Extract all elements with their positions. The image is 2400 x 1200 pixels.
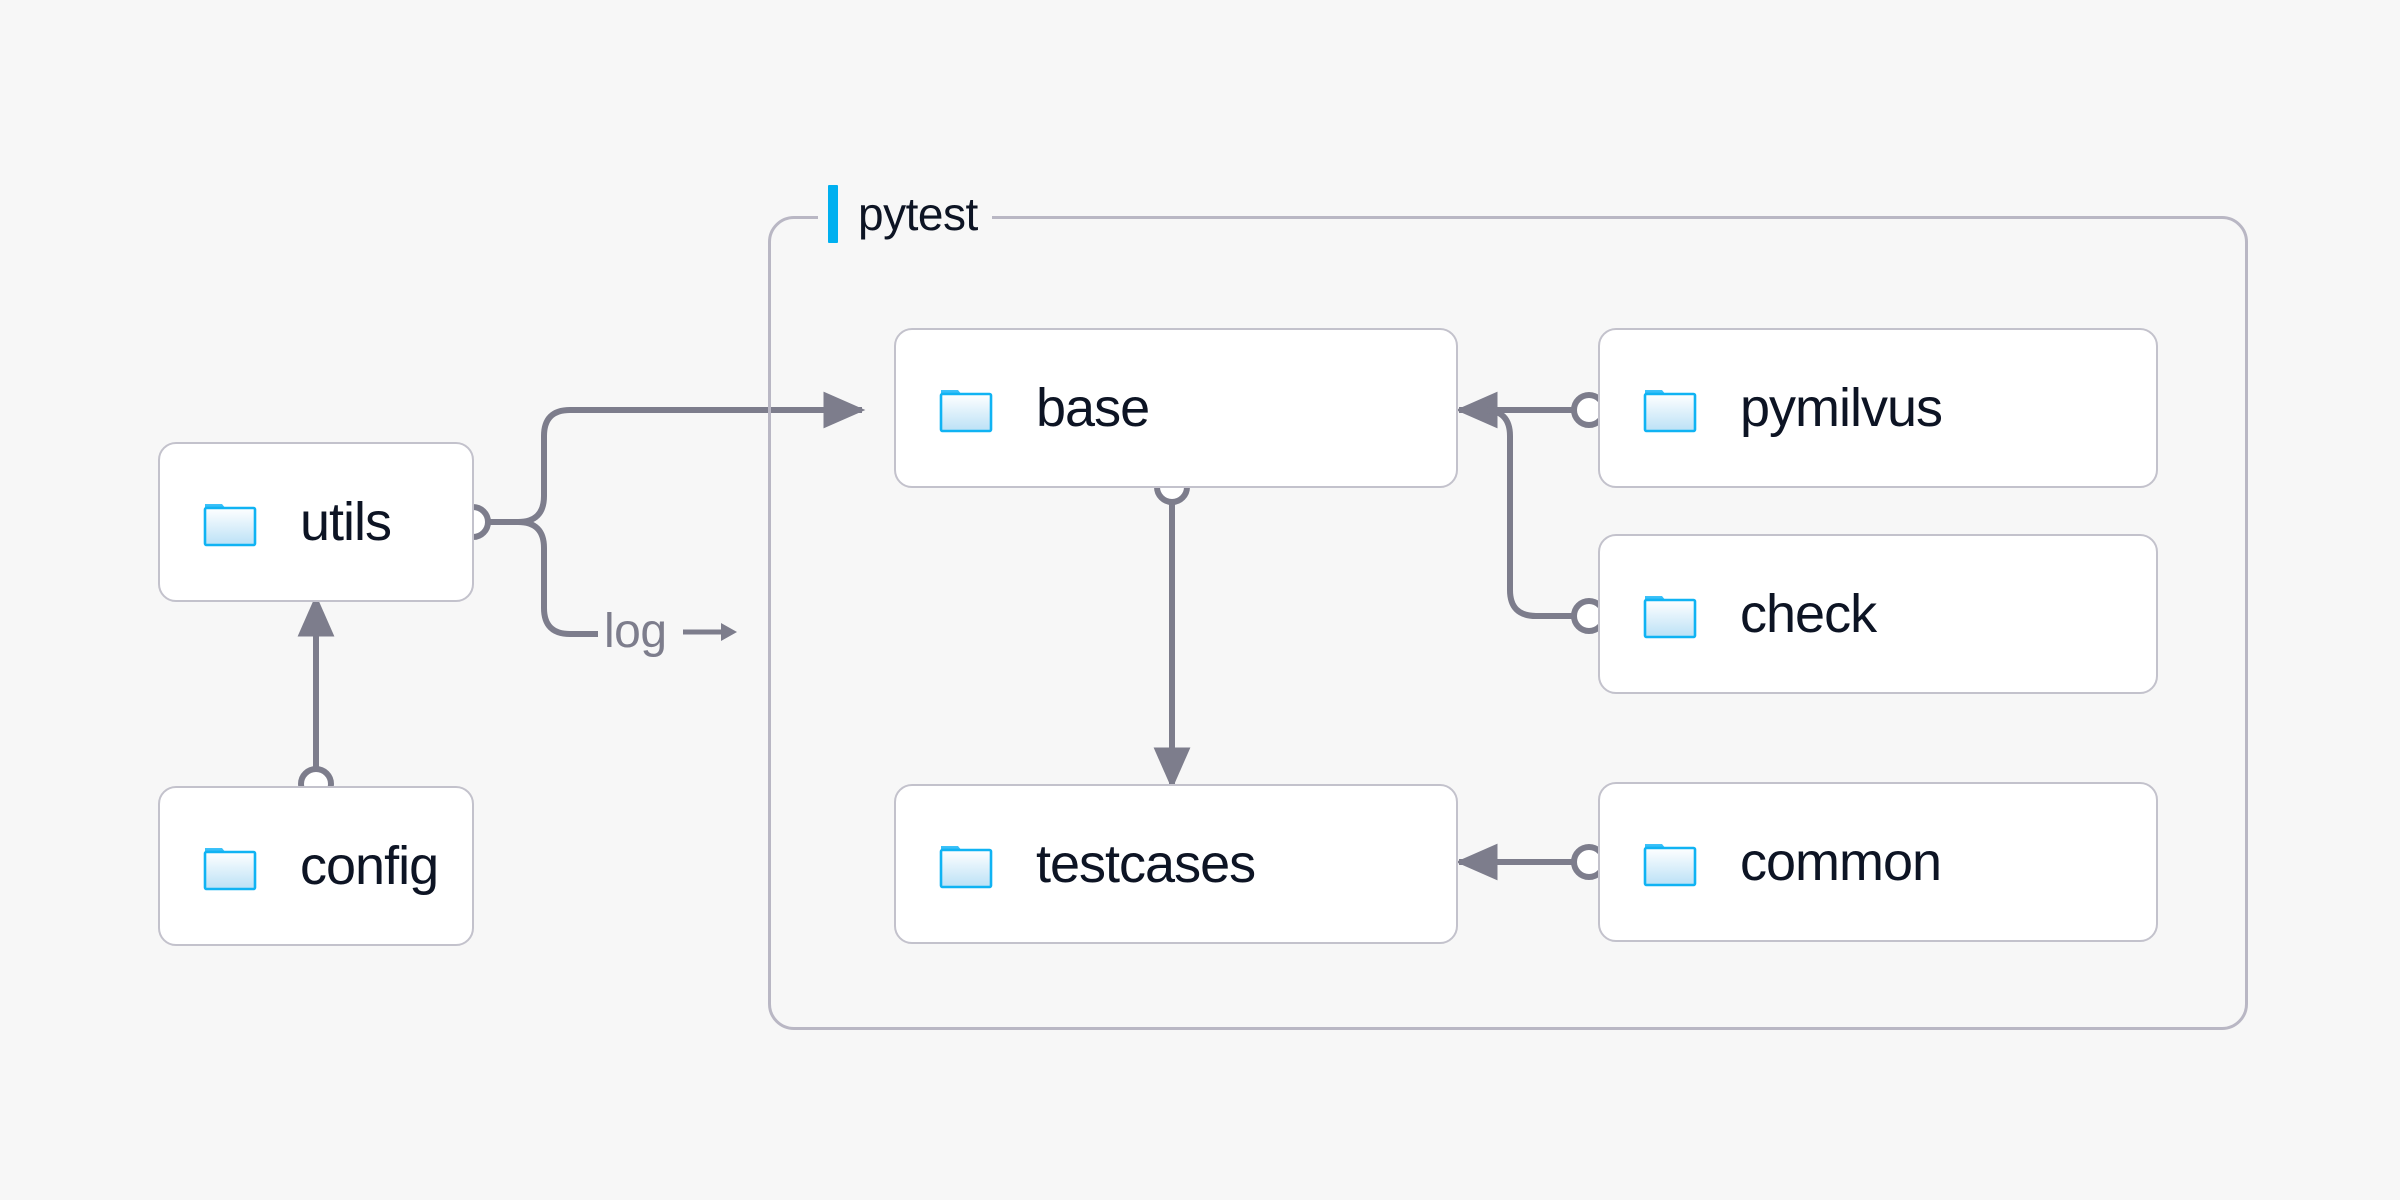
folder-icon: [939, 846, 993, 889]
node-config-label: config: [300, 836, 439, 896]
group-pytest: [768, 216, 2248, 1030]
node-pymilvus[interactable]: pymilvus: [1598, 328, 2158, 488]
group-accent-bar: [828, 185, 838, 243]
node-base-label: base: [1036, 378, 1150, 438]
edge-utils-log: [517, 519, 598, 637]
node-base[interactable]: base: [894, 328, 1458, 488]
node-utils[interactable]: utils: [158, 442, 474, 602]
edge-label-log: log: [604, 608, 737, 656]
node-check-label: check: [1740, 584, 1877, 644]
group-pytest-label: pytest: [818, 185, 992, 243]
edge-label-log-text: log: [604, 605, 667, 658]
folder-icon: [939, 390, 993, 433]
node-config[interactable]: config: [158, 786, 474, 946]
folder-icon: [1643, 844, 1697, 887]
group-title-text: pytest: [858, 188, 978, 240]
node-check[interactable]: check: [1598, 534, 2158, 694]
node-testcases[interactable]: testcases: [894, 784, 1458, 944]
folder-icon: [203, 504, 257, 547]
folder-icon: [1643, 596, 1697, 639]
arrow-right-icon: [682, 623, 737, 641]
node-pymilvus-label: pymilvus: [1740, 378, 1943, 438]
node-utils-label: utils: [300, 492, 392, 552]
node-common-label: common: [1740, 832, 1942, 892]
folder-icon: [1643, 390, 1697, 433]
node-common[interactable]: common: [1598, 782, 2158, 942]
node-testcases-label: testcases: [1036, 834, 1256, 894]
folder-icon: [203, 848, 257, 891]
